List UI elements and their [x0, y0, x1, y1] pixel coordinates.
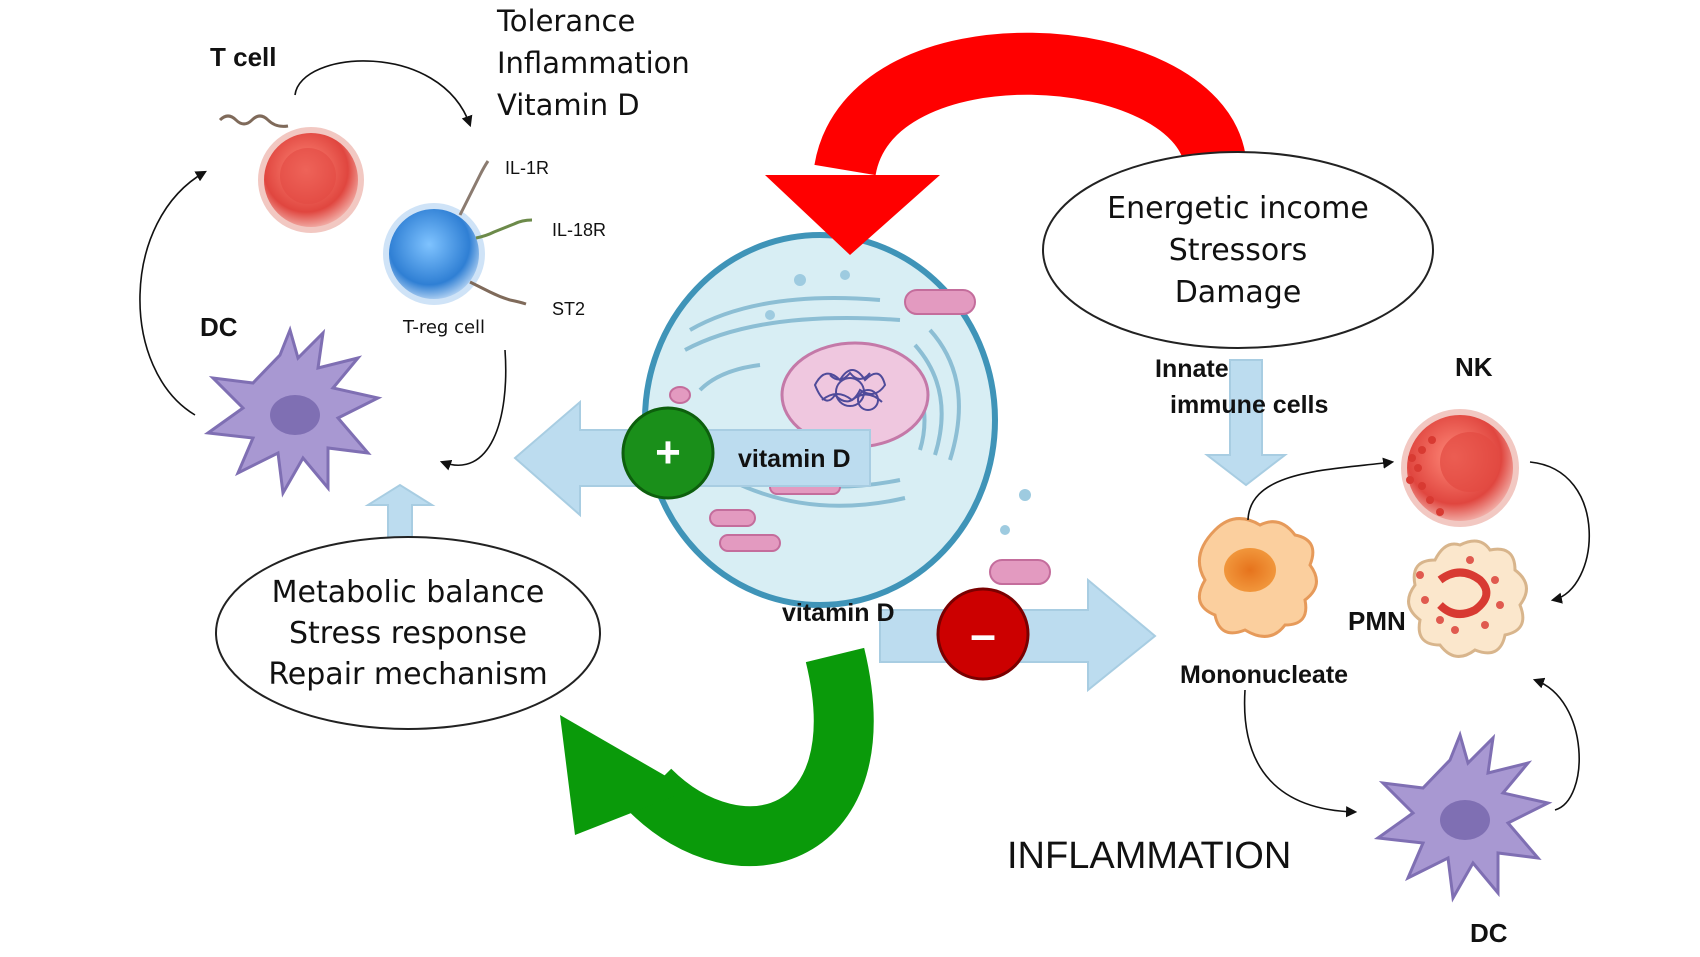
green-feedback-arrow: [560, 647, 874, 866]
treg-label: T-reg cell: [402, 317, 485, 338]
t-cell: [218, 114, 364, 233]
energetic-ellipse: [1042, 151, 1434, 349]
metabolic-line-2: Stress response: [289, 616, 527, 651]
metabolic-line-1: Metabolic balance: [272, 575, 545, 610]
energetic-line-1: Energetic income: [1107, 191, 1369, 226]
dc-to-tcell-arrow: [139, 170, 207, 416]
vitd-plus-label: vitamin D: [738, 445, 851, 473]
energetic-line-3: Damage: [1175, 275, 1302, 310]
plus-sign: +: [655, 428, 681, 477]
mononucleate-label: Mononucleate: [1180, 661, 1348, 689]
minus-badge: –: [936, 587, 1030, 681]
t-cell-label: T cell: [210, 42, 276, 72]
pmn-cell: [1407, 539, 1528, 658]
metabolic-ellipse: [215, 536, 601, 730]
tolerance-line-3: Vitamin D: [497, 88, 640, 122]
metabolic-line-3: Repair mechanism: [268, 657, 547, 692]
dc-left-cell: [203, 325, 383, 498]
vitd-minus-label: vitamin D: [782, 599, 895, 627]
red-feedback-arrow: [765, 32, 1246, 255]
st2-label: ST2: [552, 299, 585, 319]
metabolic-up-arrow: [364, 483, 436, 546]
mono-to-dc-arrow: [1243, 689, 1358, 818]
mono-to-nk-arrow: [1247, 457, 1395, 521]
il18r-label: IL-18R: [552, 220, 606, 240]
dc-right-cell: [1373, 730, 1553, 903]
dc-left-label: DC: [200, 312, 238, 342]
innate-down-arrow: [1204, 359, 1288, 487]
inflammation-label: INFLAMMATION: [1007, 835, 1291, 877]
minus-sign: –: [970, 608, 996, 660]
energetic-line-2: Stressors: [1169, 233, 1308, 268]
nk-label: NK: [1455, 352, 1493, 382]
pmn-label: PMN: [1348, 606, 1406, 636]
mononucleate-cell: [1197, 517, 1318, 638]
nk-cell: [1401, 409, 1519, 527]
tolerance-line-1: Tolerance: [496, 4, 635, 38]
treg-to-dc-arrow: [439, 349, 507, 471]
dc-to-pmn-arrow: [1532, 677, 1580, 811]
tolerance-line-2: Inflammation: [497, 46, 690, 80]
innate-line-1: Innate: [1155, 355, 1229, 383]
treg-cell: [383, 160, 533, 306]
dc-right-label: DC: [1470, 918, 1508, 948]
il1r-label: IL-1R: [505, 158, 549, 178]
tcell-to-treg-arrow: [294, 60, 473, 128]
innate-line-2: immune cells: [1170, 391, 1328, 419]
plus-badge: +: [621, 406, 715, 500]
central-cell: [642, 232, 1051, 608]
nk-to-pmn-arrow: [1529, 461, 1590, 604]
